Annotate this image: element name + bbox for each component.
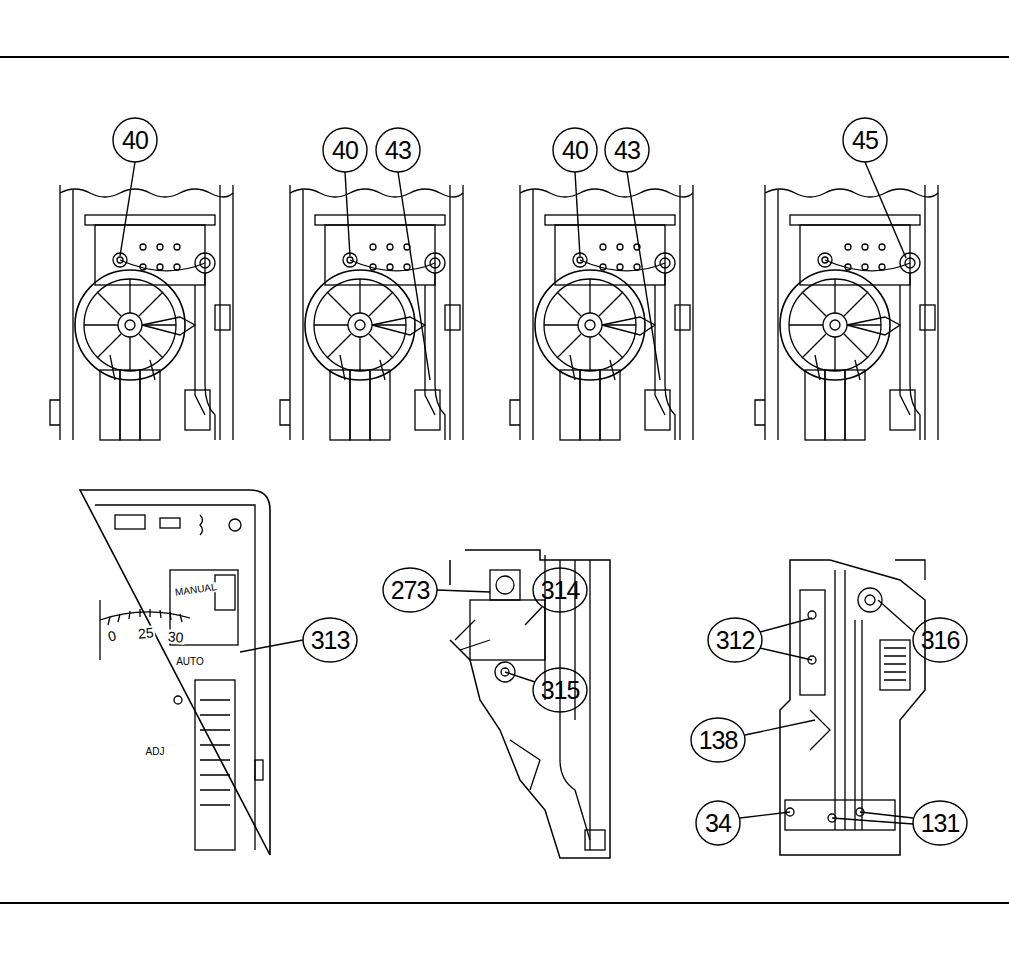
callout-number: 40 — [332, 138, 358, 163]
scale-label: MANUAL — [174, 582, 219, 598]
callout-number: 43 — [614, 138, 640, 163]
scale-label: AUTO — [175, 657, 205, 667]
scale-label: ADJ — [145, 747, 166, 757]
callout-number: 313 — [311, 628, 350, 653]
callout-number: 312 — [716, 628, 755, 653]
callout-number: 43 — [385, 138, 411, 163]
scale-label: 25 — [137, 625, 156, 640]
scale-label: 0 — [105, 628, 118, 644]
callout-number: 131 — [921, 811, 960, 836]
callout-number: 273 — [391, 578, 430, 603]
scale-label: 30 — [167, 629, 186, 644]
callout-number: 315 — [541, 678, 580, 703]
callout-number: 138 — [699, 728, 738, 753]
callout-number: 34 — [705, 811, 731, 836]
callout-number: 45 — [852, 128, 878, 153]
callout-number: 40 — [562, 138, 588, 163]
callout-number: 314 — [541, 578, 580, 603]
callout-number: 316 — [921, 628, 960, 653]
callout-number: 40 — [122, 128, 148, 153]
